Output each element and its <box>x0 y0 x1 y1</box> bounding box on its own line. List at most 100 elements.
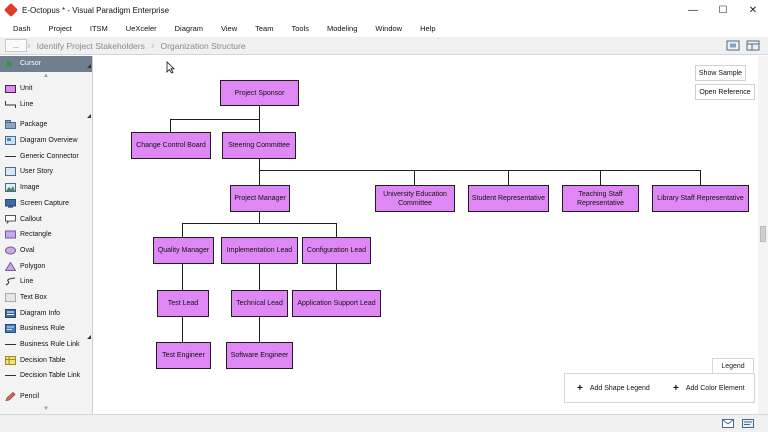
node-project-sponsor[interactable]: Project Sponsor <box>220 80 299 106</box>
palette-item-polygon[interactable]: Polygon <box>0 258 92 274</box>
package-icon <box>5 120 16 130</box>
palette-item-decision-table[interactable]: Decision Table <box>0 352 92 368</box>
diagram-canvas[interactable]: Project Sponsor Change Control Board Ste… <box>94 56 758 414</box>
expand-corner-icon <box>87 335 91 339</box>
menu-team[interactable]: Team <box>255 24 274 33</box>
connector-line <box>259 170 701 171</box>
node-teaching-staff-representative[interactable]: Teaching Staff Representative <box>562 185 639 212</box>
menu-dash[interactable]: Dash <box>13 24 31 33</box>
palette-label: Diagram Overview <box>20 137 78 145</box>
document-icon[interactable] <box>742 419 754 428</box>
diagram-toolbar-palette: Cursor ▲ Unit Line Package Diagram Overv… <box>0 56 93 414</box>
diagram-info-icon <box>5 308 16 318</box>
node-student-representative[interactable]: Student Representative <box>468 185 549 212</box>
palette-item-rectangle[interactable]: Rectangle <box>0 227 92 243</box>
palette-item-callout[interactable]: Callout <box>0 211 92 227</box>
add-color-element-button[interactable]: + Add Color Element <box>673 383 745 394</box>
palette-label: Screen Capture <box>20 199 70 207</box>
palette-label: Business Rule <box>20 325 65 333</box>
palette-scroll-up-icon[interactable]: ▲ <box>43 73 49 80</box>
node-technical-lead[interactable]: Technical Lead <box>231 290 288 317</box>
canvas-vertical-scrollbar[interactable] <box>758 56 768 414</box>
maximize-button[interactable]: ☐ <box>718 4 728 16</box>
breadcrumb-item-stakeholders[interactable]: Identify Project Stakeholders <box>36 40 145 51</box>
breadcrumb-item-organization[interactable]: Organization Structure <box>160 40 246 51</box>
cursor-icon <box>5 59 16 69</box>
business-rule-icon <box>5 324 16 334</box>
image-icon <box>5 183 16 193</box>
node-project-manager[interactable]: Project Manager <box>230 185 290 212</box>
palette-item-image[interactable]: Image <box>0 180 92 196</box>
mail-icon[interactable] <box>722 419 734 428</box>
scrollbar-thumb[interactable] <box>760 226 766 242</box>
palette-item-diagram-overview[interactable]: Diagram Overview <box>0 133 92 149</box>
unit-icon <box>5 84 16 93</box>
node-implementation-lead[interactable]: Implementation Lead <box>221 237 298 264</box>
breadcrumb-more-button[interactable]: ... <box>5 39 27 52</box>
menu-itsm[interactable]: ITSM <box>89 24 108 33</box>
node-library-staff-representative[interactable]: Library Staff Representative <box>652 185 749 212</box>
menu-uexceler[interactable]: UeXceler <box>125 24 157 33</box>
diagram-overview-icon <box>5 136 16 146</box>
minimize-button[interactable]: — <box>688 4 698 16</box>
menu-tools[interactable]: Tools <box>291 24 309 33</box>
palette-item-unit[interactable]: Unit <box>0 81 92 97</box>
breadcrumb-tools <box>726 39 760 51</box>
decision-table-link-icon <box>5 371 16 380</box>
node-application-support-lead[interactable]: Application Support Lead <box>292 290 381 317</box>
palette-label: Decision Table <box>20 356 66 364</box>
node-steering-committee[interactable]: Steering Committee <box>222 132 296 159</box>
palette-label: Unit <box>20 85 33 93</box>
show-sample-button[interactable]: Show Sample <box>695 65 746 81</box>
connector-line <box>259 211 260 224</box>
palette-scroll-down-icon[interactable]: ▼ <box>43 405 49 412</box>
node-configuration-lead[interactable]: Configuration Lead <box>302 237 371 264</box>
palette-label: Text Box <box>20 293 47 301</box>
node-software-engineer[interactable]: Software Engineer <box>226 342 293 369</box>
plus-icon: + <box>673 383 679 394</box>
close-button[interactable]: ✕ <box>748 4 758 16</box>
palette-item-text-box[interactable]: Text Box <box>0 290 92 306</box>
palette-item-user-story[interactable]: User Story <box>0 164 92 180</box>
palette-item-business-rule-link[interactable]: Business Rule Link <box>0 337 92 353</box>
palette-item-business-rule[interactable]: Business Rule <box>0 321 92 339</box>
node-test-engineer[interactable]: Test Engineer <box>156 342 211 369</box>
palette-item-decision-table-link[interactable]: Decision Table Link <box>0 368 92 384</box>
palette-item-line[interactable]: Line <box>0 96 92 112</box>
window-title: E-Octopus * - Visual Paradigm Enterprise <box>22 5 170 15</box>
menu-diagram[interactable]: Diagram <box>174 24 203 33</box>
menu-help[interactable]: Help <box>420 24 436 33</box>
palette-label: Decision Table Link <box>20 372 81 380</box>
node-quality-manager[interactable]: Quality Manager <box>153 237 214 264</box>
palette-item-freeline[interactable]: Line <box>0 274 92 290</box>
menu-view[interactable]: View <box>220 24 238 33</box>
add-shape-legend-button[interactable]: + Add Shape Legend <box>577 383 650 394</box>
plus-icon: + <box>577 383 583 394</box>
menu-modeling[interactable]: Modeling <box>326 24 358 33</box>
palette-label: Polygon <box>20 262 46 270</box>
palette-item-screen-capture[interactable]: Screen Capture <box>0 196 92 212</box>
palette-item-diagram-info[interactable]: Diagram Info <box>0 305 92 321</box>
layout-icon[interactable] <box>746 39 760 51</box>
palette-item-package[interactable]: Package <box>0 114 92 133</box>
screen-capture-icon <box>5 198 16 208</box>
palette-label: Line <box>20 278 34 286</box>
palette-item-cursor[interactable]: Cursor <box>0 56 92 72</box>
breadcrumb: ... › Identify Project Stakeholders › Or… <box>0 37 768 55</box>
node-test-lead[interactable]: Test Lead <box>157 290 209 317</box>
open-reference-button[interactable]: Open Reference <box>695 84 755 100</box>
legend-tab[interactable]: Legend <box>712 358 754 374</box>
node-change-control-board[interactable]: Change Control Board <box>131 132 211 159</box>
menu-window[interactable]: Window <box>375 24 403 33</box>
palette-item-generic-connector[interactable]: Generic Connector <box>0 148 92 164</box>
fit-diagram-icon[interactable] <box>726 39 740 51</box>
menu-project[interactable]: Project <box>48 24 72 33</box>
palette-label: Pencil <box>20 393 40 401</box>
palette-label: Callout <box>20 215 42 223</box>
pencil-icon <box>5 392 16 402</box>
polygon-icon <box>5 261 16 271</box>
palette-item-oval[interactable]: Oval <box>0 243 92 259</box>
palette-item-pencil[interactable]: Pencil <box>0 389 92 405</box>
node-university-education-committee[interactable]: University Education Committee <box>375 185 455 212</box>
palette-label: Line <box>20 100 34 108</box>
